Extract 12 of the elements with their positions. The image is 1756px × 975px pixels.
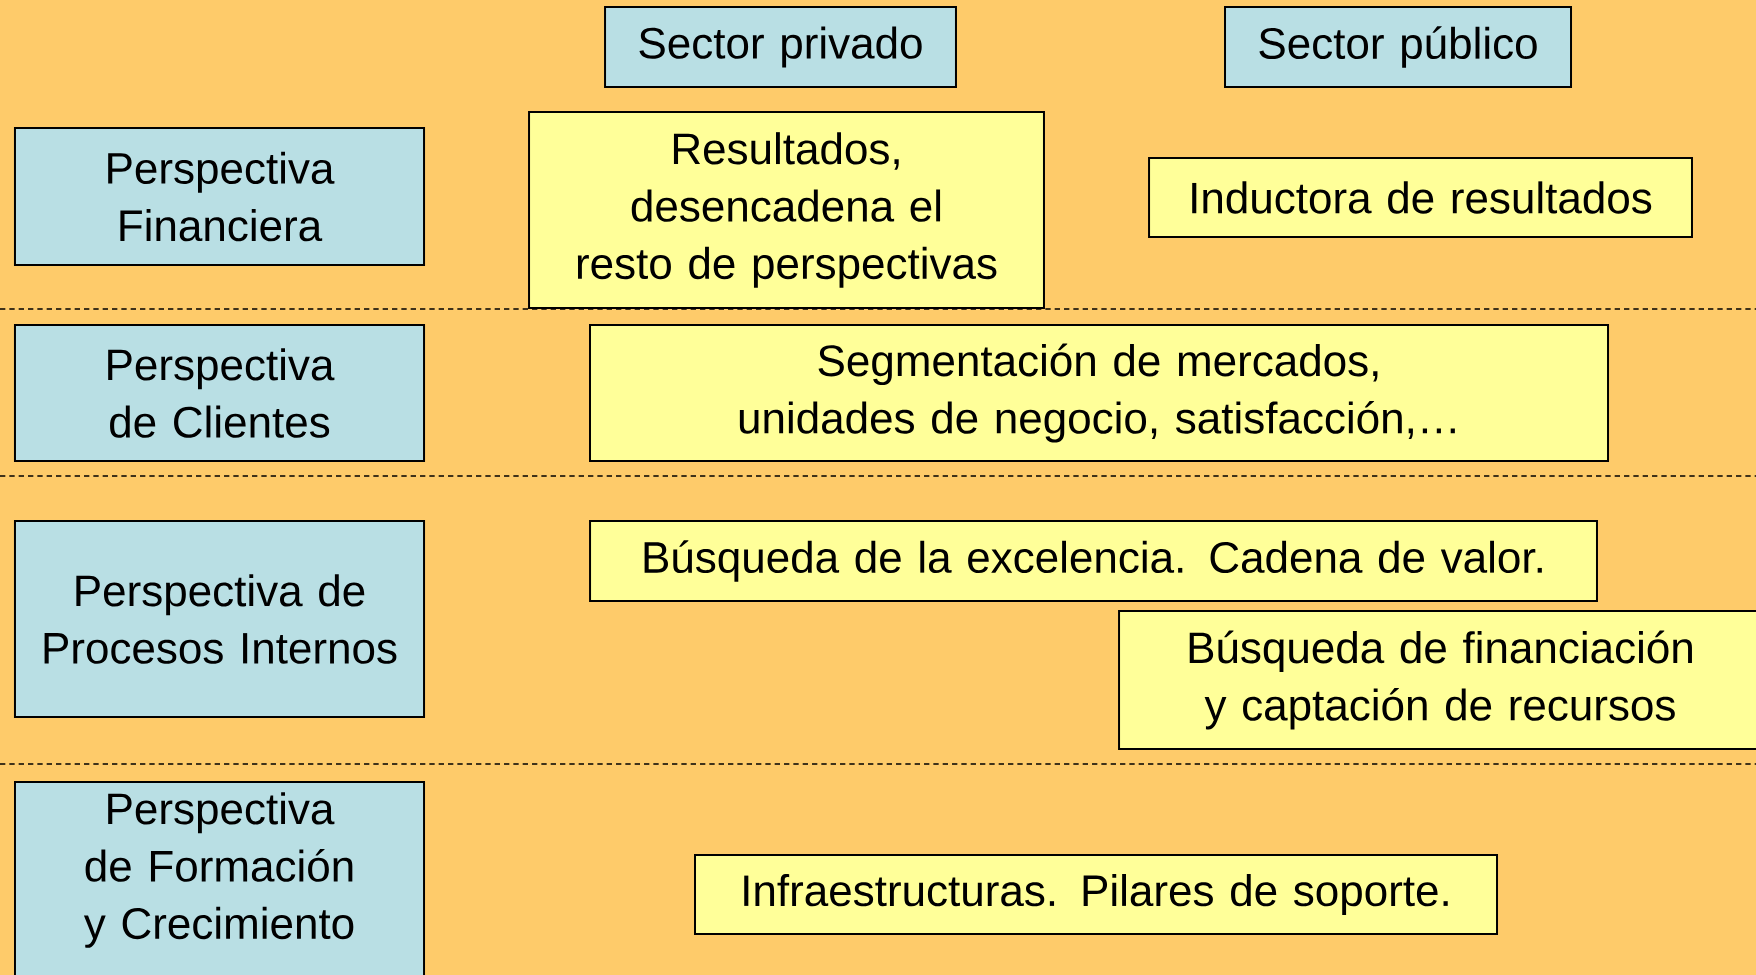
perspective-box: Perspectiva de Formación y Crecimiento [13, 781, 426, 975]
description-box: Inductora de resultados [1148, 157, 1693, 238]
perspective-box: Perspectiva Financiera [13, 126, 426, 267]
description-box: Búsqueda de la excelencia. Cadena de valor. [589, 520, 1598, 602]
column-header: Sector privado [604, 6, 957, 88]
description-box: Segmentación de mercados, unidades de negocio, satisfacción,… [589, 324, 1609, 462]
description-box: Resultados, desencadena el resto de perspectivas [528, 111, 1045, 309]
column-header: Sector público [1224, 6, 1572, 88]
description-box: Búsqueda de financiación y captación de recursos [1118, 610, 1756, 750]
description-box: Infraestructuras. Pilares de soporte. [694, 854, 1498, 935]
perspective-box: Perspectiva de Procesos Internos [13, 520, 426, 718]
perspective-box: Perspectiva de Clientes [13, 324, 426, 462]
